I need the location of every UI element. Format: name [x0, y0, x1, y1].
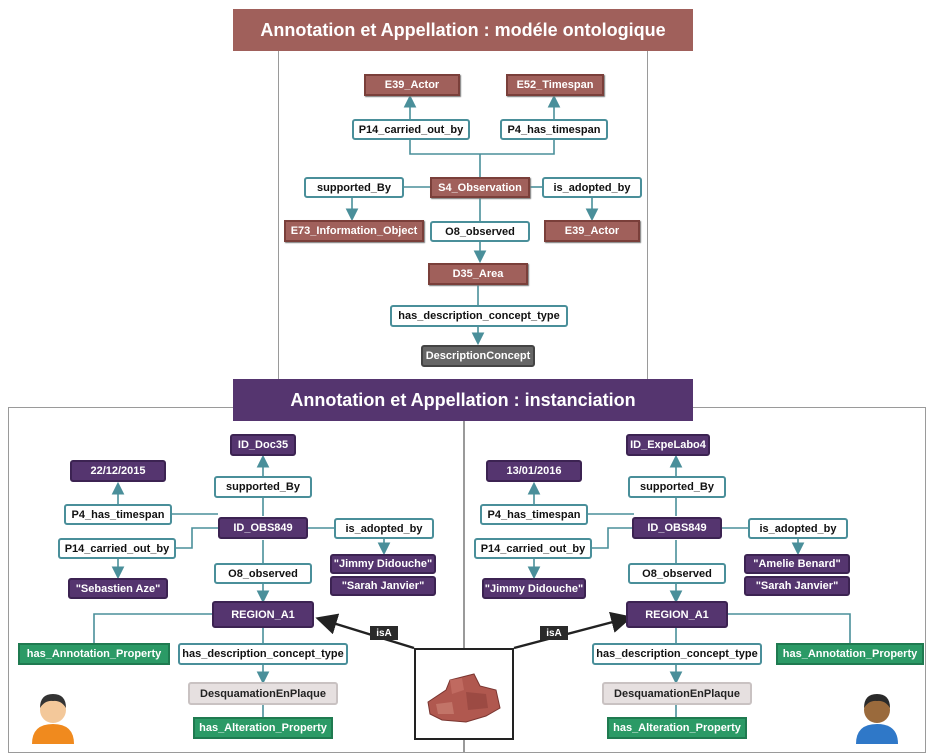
- user-avatar-right-icon: [852, 688, 902, 744]
- e39-actor-class-2: E39_Actor: [544, 220, 640, 242]
- right-actor-amelie-benard: "Amelie Benard": [744, 554, 850, 574]
- ontology-title: Annotation et Appellation : modéle ontol…: [233, 9, 693, 51]
- s4-observation-class: S4_Observation: [430, 177, 530, 198]
- right-supported-by-property: supported_By: [628, 476, 726, 498]
- e73-information-object-class: E73_Information_Object: [284, 220, 424, 242]
- right-date-node: 13/01/2016: [486, 460, 582, 482]
- e39-actor-class: E39_Actor: [364, 74, 460, 96]
- right-actor-sarah-janvier: "Sarah Janvier": [744, 576, 850, 596]
- left-o8-observed-property: O8_observed: [214, 563, 312, 584]
- left-actor-sarah-janvier: "Sarah Janvier": [330, 576, 436, 596]
- left-date-node: 22/12/2015: [70, 460, 166, 482]
- left-region-node: REGION_A1: [212, 601, 314, 628]
- left-is-adopted-by-property: is_adopted_by: [334, 518, 434, 539]
- right-person-jimmy-didouche: "Jimmy Didouche": [482, 578, 586, 599]
- instanciation-title: Annotation et Appellation : instanciatio…: [233, 379, 693, 421]
- right-doc-node: ID_ExpeLabo4: [626, 434, 710, 456]
- instance-frame-right: [464, 407, 926, 753]
- right-has-annotation-property: has_Annotation_Property: [776, 643, 924, 665]
- d35-area-class: D35_Area: [428, 263, 528, 285]
- has-description-concept-type-property: has_description_concept_type: [390, 305, 568, 327]
- right-p4-has-timespan-property: P4_has_timespan: [480, 504, 588, 525]
- left-has-description-concept-type-property: has_description_concept_type: [178, 643, 348, 665]
- right-isa-label: isA: [540, 626, 568, 640]
- p4-has-timespan-property: P4_has_timespan: [500, 119, 608, 140]
- o8-observed-property: O8_observed: [430, 221, 530, 242]
- left-observation-node: ID_OBS849: [218, 517, 308, 539]
- supported-by-property: supported_By: [304, 177, 404, 198]
- left-has-alteration-property: has_Alteration_Property: [193, 717, 333, 739]
- right-is-adopted-by-property: is_adopted_by: [748, 518, 848, 539]
- stone-fragment-image: [414, 648, 514, 740]
- left-actor-jimmy-didouche: "Jimmy Didouche": [330, 554, 436, 574]
- right-region-node: REGION_A1: [626, 601, 728, 628]
- right-observation-node: ID_OBS849: [632, 517, 722, 539]
- left-person-sebastien-aze: "Sebastien Aze": [68, 578, 168, 599]
- e52-timespan-class: E52_Timespan: [506, 74, 604, 96]
- left-desquamation-concept-node: DesquamationEnPlaque: [188, 682, 338, 705]
- left-supported-by-property: supported_By: [214, 476, 312, 498]
- description-concept-node: DescriptionConcept: [421, 345, 535, 367]
- right-desquamation-concept-node: DesquamationEnPlaque: [602, 682, 752, 705]
- p14-carried-out-by-property: P14_carried_out_by: [352, 119, 470, 140]
- right-has-description-concept-type-property: has_description_concept_type: [592, 643, 762, 665]
- left-isa-label: isA: [370, 626, 398, 640]
- right-o8-observed-property: O8_observed: [628, 563, 726, 584]
- left-p14-carried-out-by-property: P14_carried_out_by: [58, 538, 176, 559]
- left-doc-node: ID_Doc35: [230, 434, 296, 456]
- right-has-alteration-property: has_Alteration_Property: [607, 717, 747, 739]
- right-p14-carried-out-by-property: P14_carried_out_by: [474, 538, 592, 559]
- left-has-annotation-property: has_Annotation_Property: [18, 643, 170, 665]
- left-p4-has-timespan-property: P4_has_timespan: [64, 504, 172, 525]
- is-adopted-by-property: is_adopted_by: [542, 177, 642, 198]
- user-avatar-left-icon: [28, 688, 78, 744]
